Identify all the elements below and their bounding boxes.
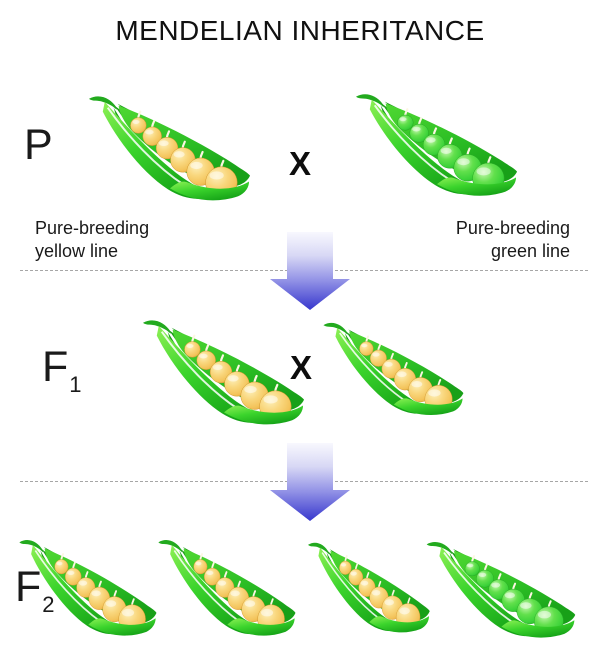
caption-yellow-line-2: yellow line (35, 241, 119, 261)
generation-label-f2-subscript: 2 (42, 592, 55, 617)
down-arrow-icon (270, 443, 350, 521)
pea-pod-green (352, 90, 520, 210)
page-title: MENDELIAN INHERITANCE (115, 15, 485, 46)
pea-pod-yellow (139, 316, 307, 439)
cross-symbol-p: X (289, 145, 312, 182)
caption-green-line-1: Pure-breeding (455, 218, 570, 238)
pea-pod-yellow (16, 536, 159, 649)
pea-pod-green (423, 538, 578, 651)
generation-label-p-text: P (24, 121, 53, 169)
pea-pod-yellow (305, 539, 432, 645)
down-arrow-icon (270, 232, 350, 310)
generation-label-f1-subscript: 1 (69, 372, 82, 397)
pea-pod-yellow (155, 536, 298, 649)
caption-yellow-line-1: Pure-breeding (35, 218, 150, 238)
generation-label-f1-text: F (42, 343, 69, 391)
generation-label-f2: F2 (15, 566, 55, 616)
generation-label-f2-text: F (15, 563, 42, 611)
caption-green-line-2: green line (490, 241, 570, 261)
generation-label-f1: F1 (42, 346, 82, 396)
generation-label-p: P (24, 124, 53, 167)
caption-green-line: Pure-breeding green line (456, 217, 570, 263)
cross-symbol-f1: X (290, 349, 313, 386)
pea-pod-yellow (85, 92, 253, 215)
pea-pod-yellow (320, 319, 466, 428)
caption-yellow-line: Pure-breeding yellow line (35, 217, 149, 263)
